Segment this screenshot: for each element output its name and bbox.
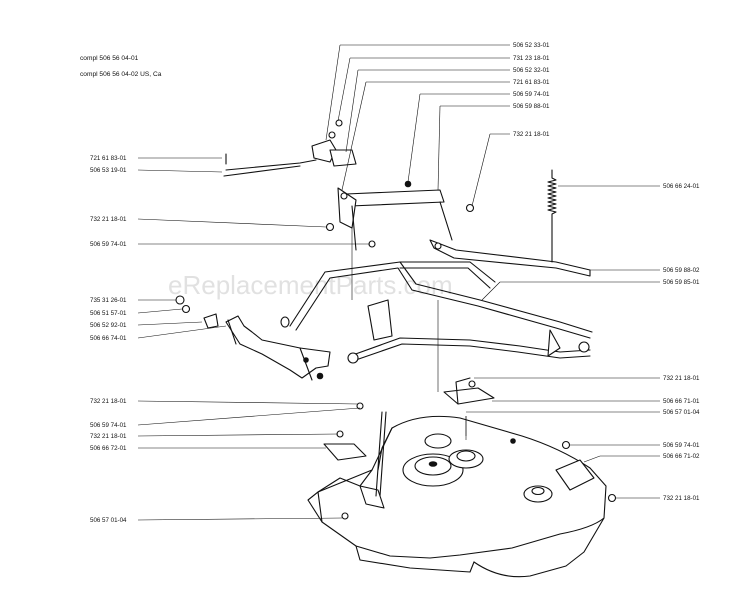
callout-label: 506 57 01-04	[663, 409, 700, 416]
assembly-number-1: compl 506 56 04-01	[80, 55, 139, 62]
hinge-brackets	[323, 377, 617, 520]
callout-label: 506 52 32-01	[513, 67, 550, 74]
callout-label: 506 59 74-01	[663, 442, 700, 449]
callout-label: 506 52 92-01	[90, 322, 127, 329]
callout-label: 506 53 19-01	[90, 167, 127, 174]
deck-housing	[307, 415, 607, 578]
callout-label: 506 59 85-01	[663, 279, 700, 286]
pulleys	[402, 433, 553, 503]
callout-label: 732 21 18-01	[90, 216, 127, 223]
callout-label: 506 51 57-01	[90, 310, 127, 317]
callout-label: 732 21 18-01	[663, 495, 700, 502]
callout-labels-top-right: 506 52 33-01 731 23 18-01 506 52 32-01 7…	[513, 42, 550, 138]
callout-labels-left-lower: 732 21 18-01 506 59 74-01 732 21 18-01 5…	[90, 398, 127, 452]
height-adjust-lever	[175, 295, 331, 381]
callout-label: 506 66 71-01	[663, 398, 700, 405]
callout-label: 506 59 88-02	[663, 267, 700, 274]
callout-label-spring: 506 66 24-01	[663, 183, 700, 190]
lift-frame	[280, 261, 593, 364]
callout-label: 721 61 83-01	[90, 155, 127, 162]
callout-labels-right-lower: 732 21 18-01 506 66 71-01 506 57 01-04 5…	[663, 375, 700, 502]
callout-label: 506 66 71-02	[663, 453, 700, 460]
callout-labels-left: 721 61 83-01 506 53 19-01 732 21 18-01 5…	[90, 155, 127, 342]
callout-label: 506 52 33-01	[513, 42, 550, 49]
callout-label: 732 21 18-01	[90, 398, 127, 405]
top-brackets	[311, 119, 475, 248]
callout-label: 731 23 18-01	[513, 55, 550, 62]
callout-label-bottom-left: 506 57 01-04	[90, 517, 127, 524]
callout-label: 506 59 74-01	[90, 422, 127, 429]
callout-label: 506 66 72-01	[90, 445, 127, 452]
upper-lift-arm	[337, 187, 591, 277]
link-rod	[223, 153, 317, 177]
callout-label: 732 21 18-01	[90, 433, 127, 440]
assembly-number-2: compl 506 56 04-02 US, Ca	[80, 71, 162, 78]
leader-lines	[137, 44, 660, 521]
callout-label: 732 21 18-01	[663, 375, 700, 382]
callout-label: 506 59 74-01	[90, 241, 127, 248]
callout-label: 735 31 26-01	[90, 297, 127, 304]
callout-label: 721 61 83-01	[513, 79, 550, 86]
spring	[547, 169, 557, 263]
callout-label: 506 66 74-01	[90, 335, 127, 342]
callout-label: 732 21 18-01	[513, 131, 550, 138]
callout-label: 506 59 88-01	[513, 103, 550, 110]
callout-label: 506 59 74-01	[513, 91, 550, 98]
callout-labels-right-mid: 506 59 88-02 506 59 85-01	[663, 267, 700, 286]
